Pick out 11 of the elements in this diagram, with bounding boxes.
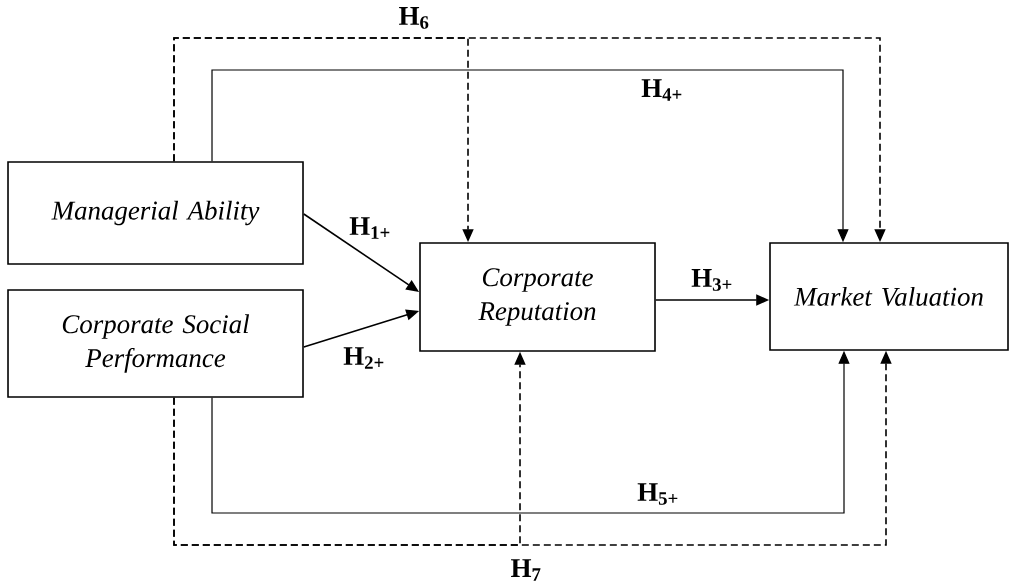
concept-box: Corporate Reputation (419, 242, 656, 352)
edge-label: H$_{6}$ (397, 6, 431, 30)
concept-box: Market Valuation (769, 242, 1009, 351)
concept-box: Corporate Social Performance (7, 289, 304, 398)
edge-label: H$_{1+}$ (348, 216, 392, 240)
edge-label: H$_{4+}$ (640, 78, 684, 102)
edge-label: H$_{7}$ (509, 558, 543, 582)
edge-label: H$_{3+}$ (690, 268, 734, 292)
edge-label: H$_{2+}$ (342, 346, 386, 370)
edge-label: H$_{5+}$ (636, 482, 680, 506)
concept-box: Managerial Ability (7, 161, 304, 265)
